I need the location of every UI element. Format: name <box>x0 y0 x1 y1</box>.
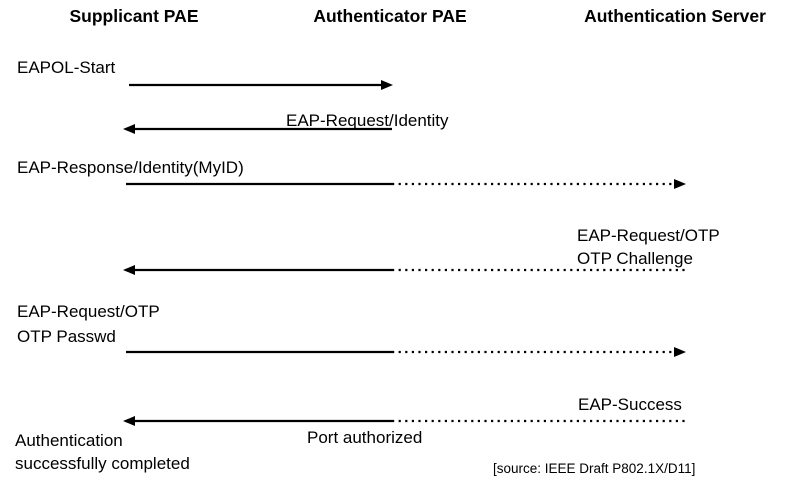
annotation-authentication-result-line1: Authentication <box>15 431 123 450</box>
actor-header-supplicant: Supplicant PAE <box>69 6 199 26</box>
message-label-eap-request-otp-passwd-line1: EAP-Request/OTP <box>17 302 160 321</box>
message-label-eap-response-identity: EAP-Response/Identity(MyID) <box>17 158 244 177</box>
actor-header-authentication-server: Authentication Server <box>584 6 766 26</box>
message-label-eap-request-otp-passwd-line2: OTP Passwd <box>17 327 116 346</box>
annotation-port-authorized: Port authorized <box>307 428 423 447</box>
arrow-eap-success <box>123 416 686 426</box>
annotation-authentication-result-line2: successfully completed <box>15 454 190 473</box>
source-citation: [source: IEEE Draft P802.1X/D11] <box>493 461 696 476</box>
actor-header-authenticator: Authenticator PAE <box>313 6 467 26</box>
arrow-eapol-start <box>129 80 393 90</box>
message-label-eap-request-otp-challenge-line1: EAP-Request/OTP <box>577 226 720 245</box>
message-label-eap-success: EAP-Success <box>578 395 682 414</box>
message-label-eap-request-otp-challenge-line2: OTP Challenge <box>577 249 693 268</box>
message-label-eap-request-identity: EAP-Request/Identity <box>286 111 449 130</box>
arrow-eap-response-identity <box>126 179 686 189</box>
message-label-eapol-start: EAPOL-Start <box>17 58 116 77</box>
arrow-eap-request-otp-passwd <box>126 347 686 357</box>
